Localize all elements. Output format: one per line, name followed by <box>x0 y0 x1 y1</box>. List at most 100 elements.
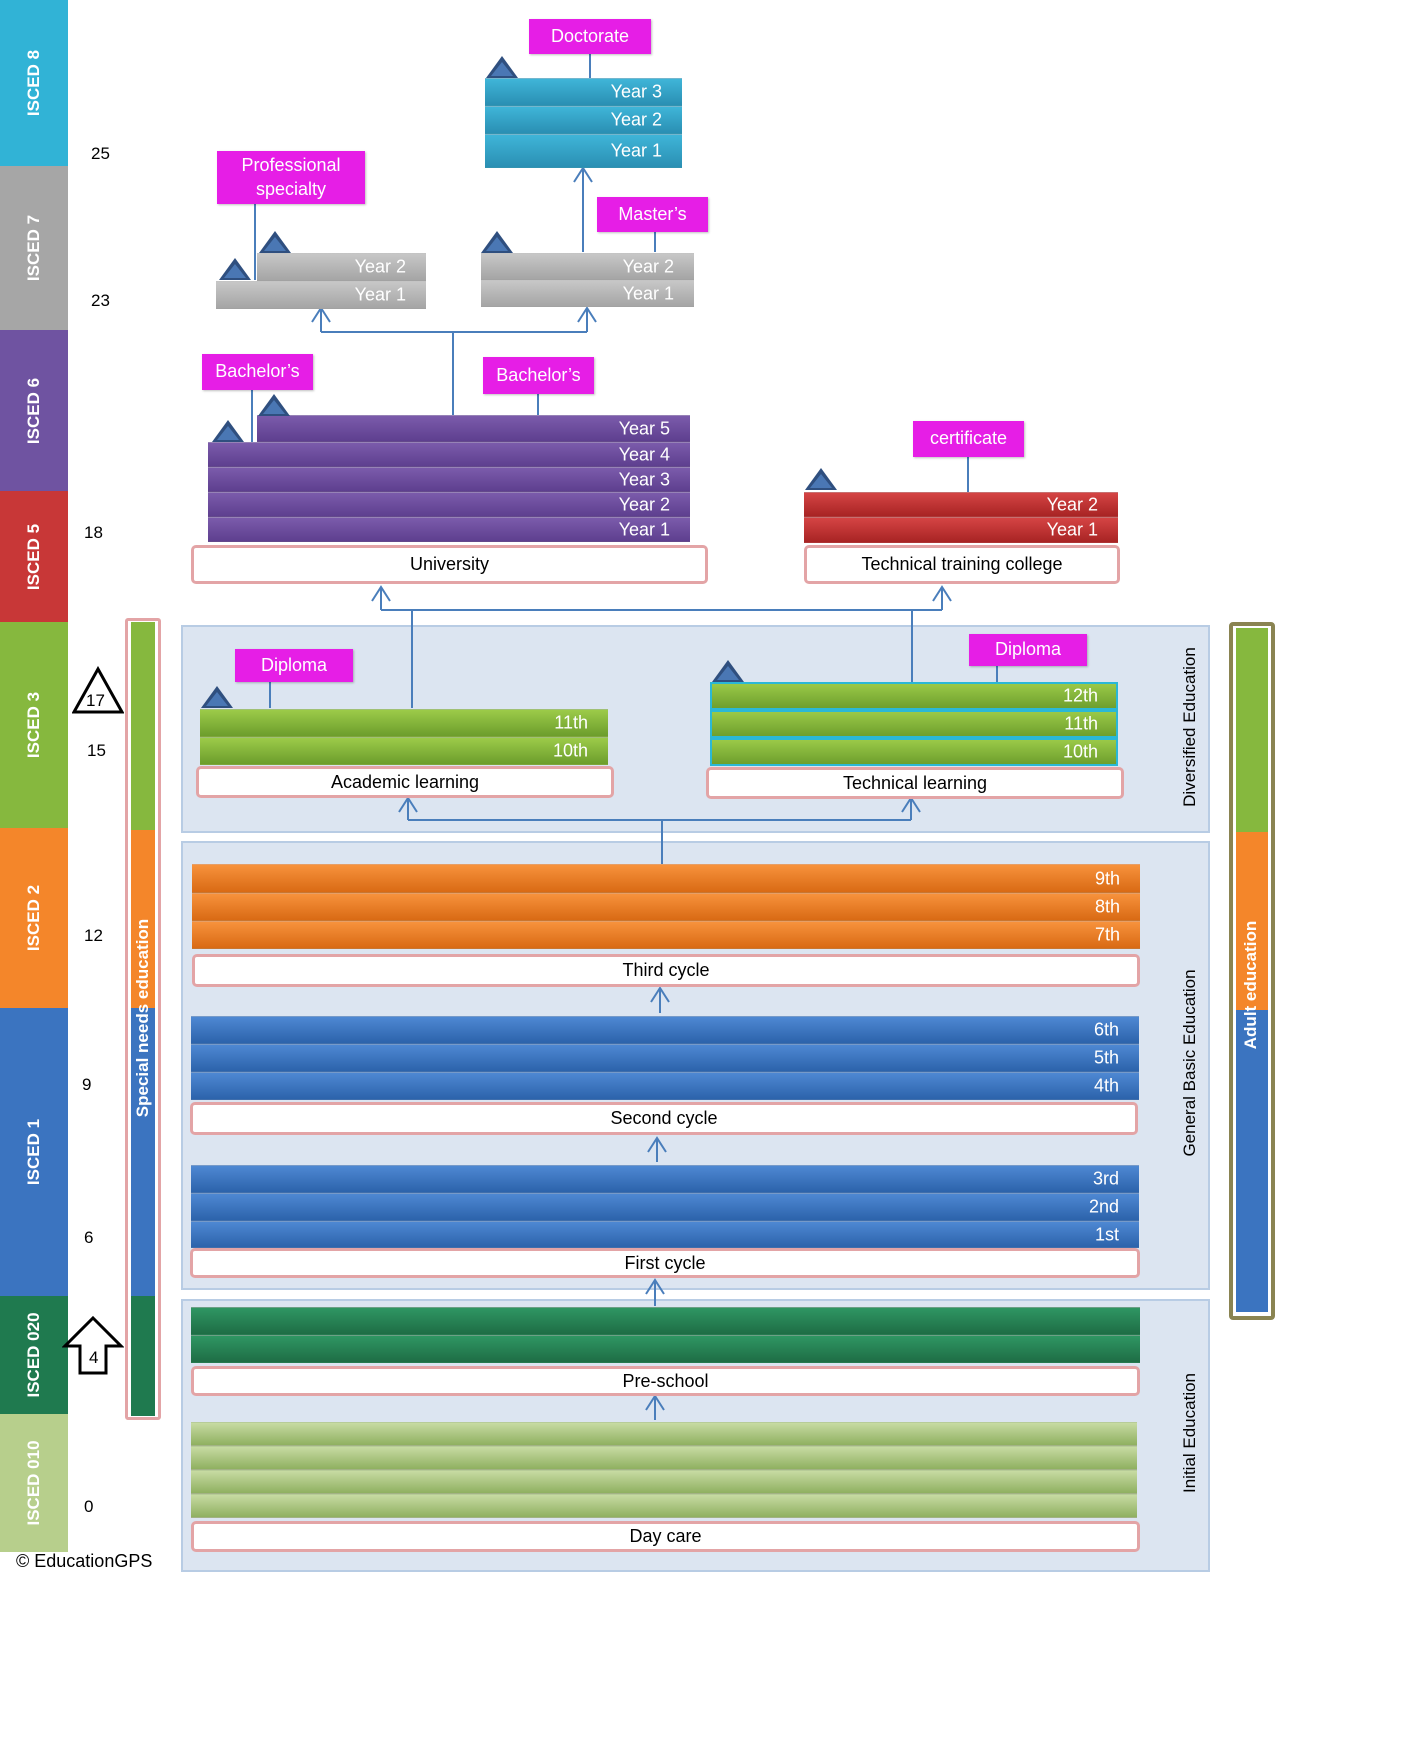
masters-triangle-icon <box>481 231 513 253</box>
special-needs-label: Special needs education <box>133 918 152 1118</box>
masters-year-2: Year 2 <box>481 253 694 280</box>
grade-7: 7th <box>192 921 1140 949</box>
technical-diploma-tag: Diploma <box>969 634 1087 666</box>
age-15: 15 <box>87 741 106 760</box>
isced-2: ISCED 2 <box>0 828 68 1008</box>
masters-year-1: Year 1 <box>481 280 694 307</box>
university-year-1: Year 1 <box>208 517 690 542</box>
isced-1-label: ISCED 1 <box>24 1118 43 1186</box>
up-arrow-icon <box>61 1315 125 1376</box>
academic-learning-box: Academic learning <box>196 766 614 798</box>
academic-grade-11: 11th <box>200 709 608 737</box>
masters-tag: Master’s <box>597 197 708 232</box>
professional-triangle-icon-a <box>259 231 291 253</box>
age-4: 4 <box>89 1348 99 1367</box>
academic-grade-11-label: 11th <box>554 712 588 733</box>
initial-label: Initial Education <box>1180 1372 1199 1494</box>
general-basic-label: General Basic Education <box>1180 969 1199 1157</box>
university-year-3: Year 3 <box>208 467 690 492</box>
isced-5-label: ISCED 5 <box>24 523 43 590</box>
preschool-year-a <box>191 1307 1140 1335</box>
age-6: 6 <box>84 1228 94 1247</box>
grade-3-label: 3rd <box>1092 1168 1119 1189</box>
grade-8-label: 8th <box>1094 896 1120 917</box>
adult-education-frame <box>1229 622 1275 1320</box>
professional-year-1: Year 1 <box>216 281 426 309</box>
doctorate-year-3-label: Year 3 <box>610 81 662 102</box>
age-25: 25 <box>91 144 110 163</box>
age-0: 0 <box>84 1497 94 1516</box>
college-year-2: Year 2 <box>804 492 1118 517</box>
grade-6: 6th <box>191 1016 1139 1044</box>
copyright: © EducationGPS <box>16 1551 153 1571</box>
isced-5: ISCED 5 <box>0 491 68 622</box>
doctorate-year-1-label: Year 1 <box>610 140 662 161</box>
age-9: 9 <box>82 1075 92 1094</box>
isced-010-label: ISCED 010 <box>24 1440 43 1526</box>
isced-020: ISCED 020 <box>0 1296 68 1414</box>
grade-3: 3rd <box>191 1165 1139 1193</box>
college-year-1-label: Year 1 <box>1046 519 1098 540</box>
daycare-year-c <box>191 1470 1137 1494</box>
doctorate-year-3: Year 3 <box>485 78 682 106</box>
grade-2-label: 2nd <box>1088 1196 1119 1217</box>
bachelors-tag-a: Bachelor’s <box>202 354 313 390</box>
grade-5: 5th <box>191 1044 1139 1072</box>
masters-year-1-label: Year 1 <box>622 283 674 303</box>
daycare-year-d <box>191 1494 1137 1518</box>
university-year-3-label: Year 3 <box>618 469 670 489</box>
isced-7: ISCED 7 <box>0 166 68 330</box>
technical-grade-10: 10th <box>710 738 1118 766</box>
daycare-year-a <box>191 1422 1137 1446</box>
daycare-box: Day care <box>191 1521 1140 1552</box>
preschool-year-b <box>191 1335 1140 1363</box>
technical-learning-box: Technical learning <box>706 767 1124 799</box>
second-cycle-box: Second cycle <box>190 1102 1138 1135</box>
isced-6-label: ISCED 6 <box>24 377 43 444</box>
professional-specialty-tag: Professional specialty <box>217 151 365 204</box>
preschool-box: Pre-school <box>191 1366 1140 1396</box>
isced-8: ISCED 8 <box>0 0 68 166</box>
grade-1-label: 1st <box>1094 1224 1119 1244</box>
grade-8: 8th <box>192 893 1140 921</box>
university-triangle-icon-b <box>212 420 244 442</box>
professional-year-1-label: Year 1 <box>354 284 406 305</box>
academic-grade-10: 10th <box>200 737 608 765</box>
college-year-2-label: Year 2 <box>1046 494 1098 514</box>
university-year-1-label: Year 1 <box>618 519 670 539</box>
bachelors-tag-b: Bachelor’s <box>483 357 594 394</box>
university-box: University <box>191 545 708 584</box>
college-triangle-icon <box>805 468 837 490</box>
university-year-2-label: Year 2 <box>618 494 670 514</box>
doctorate-tag: Doctorate <box>529 19 651 54</box>
isced-1: ISCED 1 <box>0 1008 68 1296</box>
isced-8-label: ISCED 8 <box>24 49 43 117</box>
diversified-label: Diversified Education <box>1180 647 1199 807</box>
doctorate-year-2-label: Year 2 <box>610 109 662 130</box>
university-triangle-icon-a <box>258 394 290 416</box>
grade-9: 9th <box>192 864 1140 893</box>
age-18: 18 <box>84 523 103 542</box>
certificate-tag: certificate <box>913 421 1024 457</box>
academic-grade-10-label: 10th <box>552 740 588 761</box>
academic-triangle-icon <box>201 686 233 708</box>
special-needs-bar <box>131 622 155 1416</box>
grade-6-label: 6th <box>1093 1019 1119 1040</box>
university-year-2: Year 2 <box>208 492 690 517</box>
age-12: 12 <box>84 926 103 945</box>
technical-grade-10-label: 10th <box>1062 741 1098 762</box>
doctorate-year-2: Year 2 <box>485 106 682 134</box>
university-year-5-label: Year 5 <box>618 418 670 438</box>
isced-2-label: ISCED 2 <box>24 884 43 952</box>
age-17: 17 <box>86 691 105 710</box>
grade-7-label: 7th <box>1094 924 1120 945</box>
isced-020-label: ISCED 020 <box>24 1312 43 1398</box>
special-needs-frame <box>125 618 161 1420</box>
grade-5-label: 5th <box>1093 1047 1119 1068</box>
adult-education-bar <box>1236 628 1268 1312</box>
masters-year-2-label: Year 2 <box>622 256 674 276</box>
doctorate-triangle-icon <box>486 56 518 78</box>
age-23: 23 <box>91 291 110 310</box>
doctorate-year-1: Year 1 <box>485 134 682 168</box>
isced-3: ISCED 3 <box>0 622 68 828</box>
